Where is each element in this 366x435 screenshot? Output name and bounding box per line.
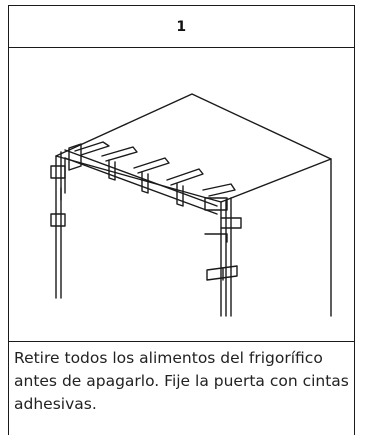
step-number: 1 (9, 6, 354, 48)
fridge-drawing (50, 93, 332, 317)
tape-strips-side (204, 197, 242, 281)
door-top-edge-1 (64, 149, 218, 207)
instruction-card: 1 (8, 5, 355, 435)
fridge-top (55, 93, 332, 203)
tape-strips-left (50, 165, 66, 227)
door-top-edge-2 (64, 157, 218, 215)
instruction-text: Retire todos los alimentos del frigorífi… (14, 349, 349, 413)
tape-strips-top (68, 141, 236, 207)
fridge-tape-illustration (9, 48, 354, 342)
